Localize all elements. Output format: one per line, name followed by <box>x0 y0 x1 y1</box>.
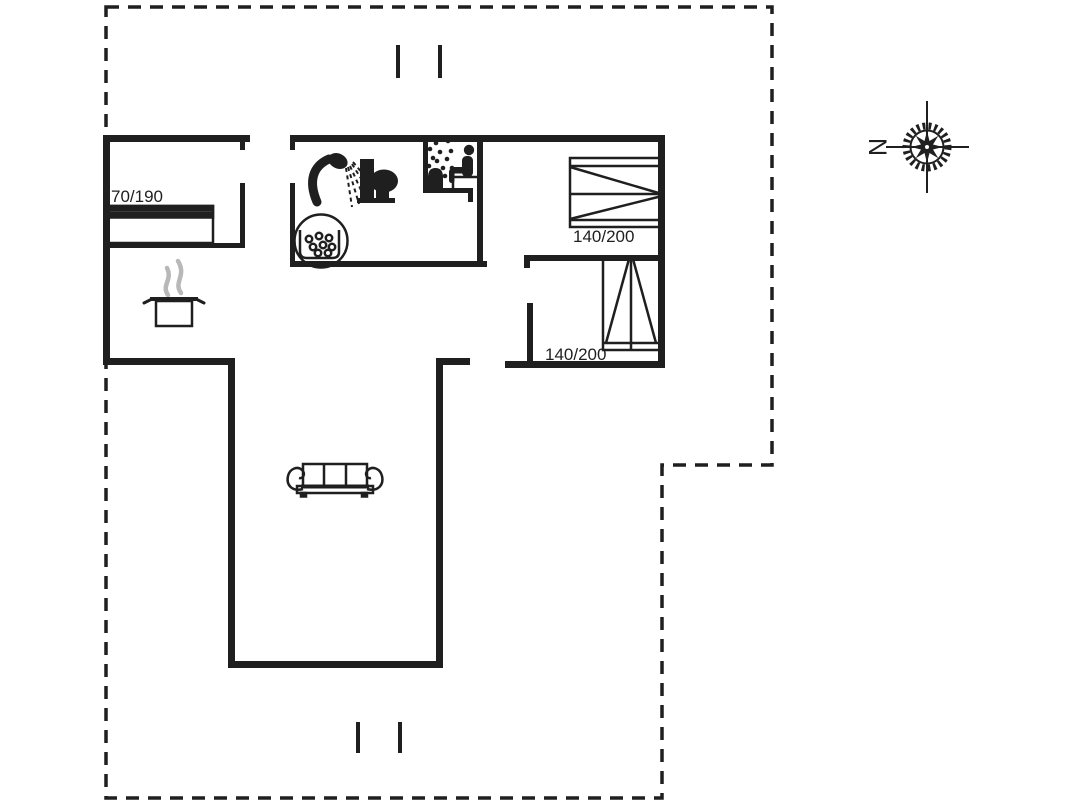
steam-swirl <box>175 258 184 296</box>
wall-livingroom-left <box>228 358 235 668</box>
top-entrance-ticks <box>396 45 442 78</box>
wall-bedroom2-door-stub <box>524 255 530 268</box>
bottom-entrance-ticks <box>356 722 402 753</box>
bed-size-label-single: 70/190 <box>111 187 163 206</box>
compass-rose-icon: N <box>863 101 969 193</box>
cooking-pot-icon <box>142 258 206 328</box>
wall-right <box>658 135 665 368</box>
bed-size-label-double-top: 140/200 <box>573 227 634 246</box>
sauna-heater-icon <box>428 168 443 191</box>
bed-size-label-double-side: 140/200 <box>545 345 606 364</box>
sofa-icon <box>286 462 384 498</box>
wall-bedroom1-door-stub <box>240 142 245 150</box>
single-bed-icon <box>105 204 215 245</box>
whirlpool-icon <box>293 213 349 269</box>
wall-hall-bottom <box>436 358 470 365</box>
compass-teeth-ring <box>902 122 952 172</box>
double-bed-icon-side <box>601 256 662 352</box>
wall-bathroom-right <box>477 142 483 267</box>
wall-left <box>103 135 110 365</box>
wall-top-left <box>103 135 250 142</box>
wall-bathroom-bottom <box>290 261 487 267</box>
sauna-bench <box>450 175 481 191</box>
wall-sauna-door-stub <box>468 188 473 202</box>
wall-bedroom2-left <box>527 303 533 368</box>
wall-bottom-left <box>103 358 234 365</box>
steam-swirl <box>163 265 171 298</box>
wall-bathroom-door-stub <box>290 142 295 150</box>
wall-livingroom-bottom <box>228 661 443 668</box>
wall-bedroom1-right <box>240 183 245 248</box>
compass-north-label: N <box>863 138 891 156</box>
double-bed-icon-top <box>568 156 664 229</box>
wall-bathroom-left <box>290 183 295 267</box>
sauna-icons <box>426 136 481 191</box>
sauna-steam-dots <box>426 136 455 179</box>
wall-top-main <box>290 135 665 142</box>
wall-bedroom2-bottom <box>505 361 665 368</box>
walls <box>103 135 665 668</box>
wall-bedroom2-top <box>524 255 665 261</box>
wall-sauna-left <box>423 142 428 193</box>
wall-bedroom1-bottom <box>106 243 244 248</box>
terrace-boundary-dashed-outline <box>104 5 774 800</box>
toilet-icon <box>357 159 398 203</box>
wall-sauna-bottom <box>423 188 473 193</box>
wall-livingroom-right <box>436 358 443 668</box>
